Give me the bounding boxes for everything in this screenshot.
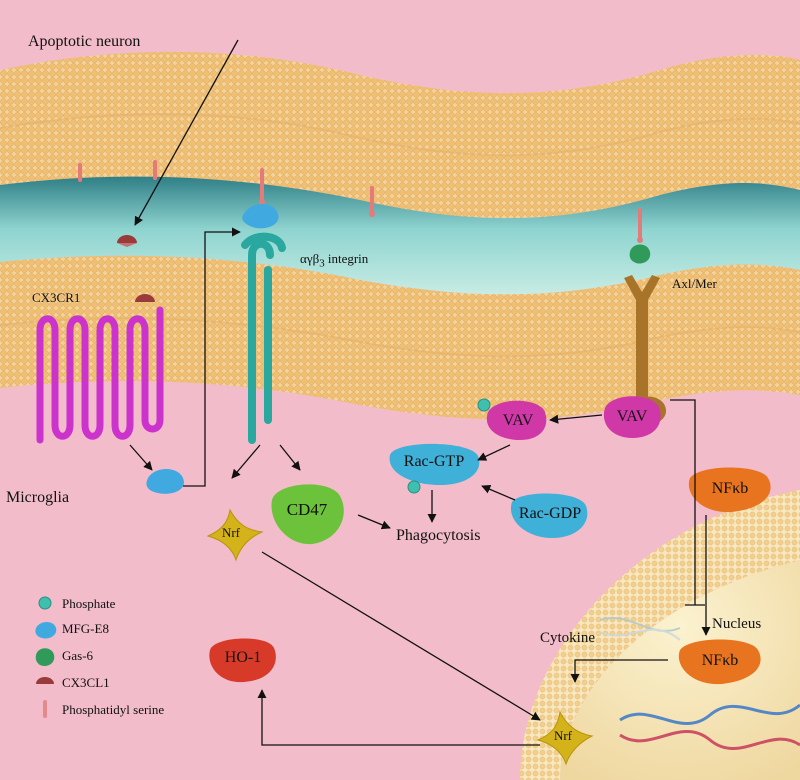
- phosphate-icon-vav: [477, 398, 491, 412]
- nrf-left-label: Nrf: [221, 525, 241, 540]
- nucleus-label: Nucleus: [712, 616, 762, 632]
- vav-left-label: VAV: [502, 412, 534, 429]
- integrin-alpha: α: [300, 251, 307, 266]
- synaptic-cleft: [0, 176, 800, 295]
- integrin-label: αγβ3 integrin: [300, 251, 368, 270]
- nrf-bottom-label: Nrf: [553, 728, 573, 743]
- nrf-bottom-node: [536, 710, 594, 766]
- cx3cl1-icon: [117, 235, 137, 247]
- rac-gtp-label: Rac-GTP: [403, 453, 465, 470]
- nfkb-top-node: [688, 467, 771, 513]
- rac-gtp-node: [389, 443, 480, 485]
- rac-gdp-label: Rac-GDP: [518, 505, 582, 522]
- mfg-e8-icon: [242, 203, 279, 229]
- axl-mer-label: Axl/Mer: [672, 276, 717, 291]
- cx3cr1-receptor: [36, 306, 164, 444]
- cd47-label: CD47: [286, 500, 328, 519]
- dna-icon: [599, 617, 800, 751]
- legend-gas6: Gas-6: [62, 648, 94, 663]
- nfkb-nucleus-node: [678, 639, 761, 685]
- integrin-beta: β: [312, 251, 320, 266]
- legend-mfg-e8: MFG-E8: [62, 621, 109, 636]
- microglia-label: Microglia: [6, 489, 70, 506]
- integrin-suffix: integrin: [324, 251, 369, 266]
- phosphate-icon-rac: [407, 480, 421, 494]
- legend-cx3cl1: CX3CL1: [62, 675, 110, 690]
- rac-gdp-node: [510, 493, 588, 538]
- mfg-e8-cytoplasm-icon: [146, 469, 184, 494]
- cd47-node: [271, 484, 344, 545]
- cx3cr1-label: CX3CR1: [32, 290, 81, 305]
- nucleus-interior: [560, 560, 800, 780]
- apoptotic-neuron-label: Apoptotic neuron: [28, 33, 141, 50]
- ho1-node: [209, 638, 276, 683]
- legend-icons: [35, 596, 57, 718]
- integrin-receptor: [241, 232, 286, 444]
- phosphatidylserine-icons: [78, 160, 642, 240]
- cx3cl1-icon: [36, 677, 54, 684]
- vav-right-label: VAV: [616, 408, 648, 425]
- phagocytosis-label: Phagocytosis: [396, 527, 481, 544]
- cx3cl1-bound-icon: [135, 294, 155, 302]
- nfkb-top-label: NFκb: [711, 480, 749, 497]
- vav-right-node: [603, 396, 661, 438]
- microglia-membrane: [0, 255, 800, 420]
- vav-left-node: [486, 400, 547, 440]
- integrin-gamma: γ: [306, 251, 313, 266]
- gas6-icon: [35, 648, 55, 666]
- nuclear-envelope: [520, 490, 800, 780]
- mfg-e8-icon: [35, 622, 57, 639]
- integrin-sub: 3: [319, 257, 325, 270]
- legend-phosphatidylserine: Phosphatidyl serine: [62, 702, 165, 717]
- nrf-left-node: [206, 508, 264, 562]
- phosphate-icon: [38, 596, 52, 610]
- gas6-icon: [629, 244, 651, 264]
- legend-phosphate: Phosphate: [62, 596, 116, 611]
- nfkb-nucleus-label: NFκb: [701, 652, 739, 669]
- ho1-label: HO-1: [224, 649, 262, 666]
- cytokine-label: Cytokine: [540, 630, 595, 646]
- neuron-membrane: [0, 51, 800, 219]
- arrows: [129, 39, 711, 746]
